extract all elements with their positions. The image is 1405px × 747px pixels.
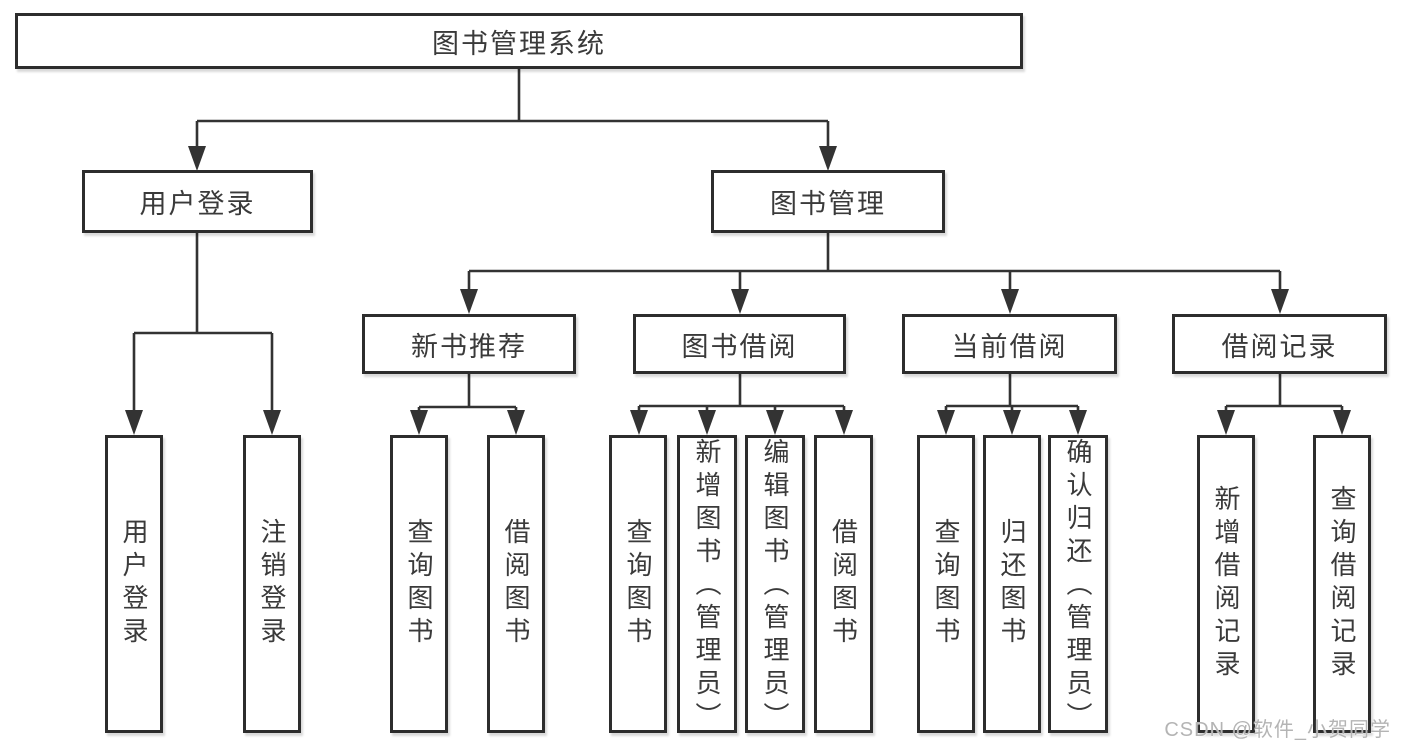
arrowhead-icon xyxy=(698,410,716,435)
leaf-borrow-books-borrowing: 借阅图书 xyxy=(814,435,873,733)
connector-recommend-to-leaves xyxy=(417,374,518,414)
leaf-label: 编辑图书（管理员） xyxy=(760,438,790,735)
node-root-system: 图书管理系统 xyxy=(15,13,1023,69)
csdn-watermark: CSDN @软件_小贺同学 xyxy=(1164,719,1391,741)
leaf-confirm-return-admin: 确认归还（管理员） xyxy=(1048,435,1108,735)
leaf-label: 查询图书 xyxy=(404,518,434,650)
node-book-management: 图书管理 xyxy=(711,170,945,233)
leaf-query-books-borrowing: 查询图书 xyxy=(609,435,667,733)
arrowhead-icon xyxy=(835,410,853,435)
leaf-label: 借阅图书 xyxy=(501,518,531,650)
leaf-label: 借阅图书 xyxy=(828,518,859,650)
arrowhead-icon xyxy=(125,410,143,435)
arrowhead-icon xyxy=(1333,410,1351,435)
connector-root-to-level2 xyxy=(195,69,830,150)
leaf-query-books-recommend: 查询图书 xyxy=(390,435,448,733)
arrowhead-icon xyxy=(1271,289,1289,314)
leaf-label: 新增借阅记录 xyxy=(1211,485,1241,683)
leaf-add-book-admin: 新增图书（管理员） xyxy=(677,435,737,735)
arrowhead-icon xyxy=(1001,289,1019,314)
connector-records-to-leaves xyxy=(1224,374,1344,414)
node-current-borrowing: 当前借阅 xyxy=(902,314,1117,374)
arrowhead-icon xyxy=(1003,410,1021,435)
connector-bookmgmt-to-level3 xyxy=(467,233,1282,293)
node-book-borrowing: 图书借阅 xyxy=(633,314,846,374)
leaf-label: 注销登录 xyxy=(257,518,287,650)
arrowhead-icon xyxy=(1069,410,1087,435)
arrowhead-icon xyxy=(460,289,478,314)
arrowheads xyxy=(125,146,1351,435)
leaf-label: 新增图书（管理员） xyxy=(692,438,722,735)
leaf-query-books-current: 查询图书 xyxy=(917,435,975,733)
leaf-label: 确认归还（管理员） xyxy=(1063,438,1093,735)
leaf-borrow-books-recommend: 借阅图书 xyxy=(487,435,545,733)
arrowhead-icon xyxy=(188,146,206,171)
arrowhead-icon xyxy=(731,289,749,314)
arrowhead-icon xyxy=(507,410,525,435)
node-borrowing-records: 借阅记录 xyxy=(1172,314,1387,374)
leaf-label: 查询图书 xyxy=(931,518,961,650)
node-user-login: 用户登录 xyxy=(82,170,313,233)
arrowhead-icon xyxy=(819,146,837,171)
node-new-book-recommend: 新书推荐 xyxy=(362,314,576,374)
arrowhead-icon xyxy=(263,410,281,435)
connector-current-to-leaves xyxy=(944,374,1080,414)
leaf-return-books: 归还图书 xyxy=(983,435,1041,733)
leaf-query-borrow-record: 查询借阅记录 xyxy=(1313,435,1371,733)
arrowhead-icon xyxy=(630,410,648,435)
arrowhead-icon xyxy=(766,410,784,435)
leaf-label: 归还图书 xyxy=(997,518,1027,650)
leaf-user-login: 用户登录 xyxy=(105,435,163,733)
leaf-add-borrow-record: 新增借阅记录 xyxy=(1197,435,1255,733)
leaf-label: 查询图书 xyxy=(623,518,653,650)
connector-userlogin-to-leaves xyxy=(132,233,274,414)
arrowhead-icon xyxy=(937,410,955,435)
leaf-edit-book-admin: 编辑图书（管理员） xyxy=(745,435,805,735)
arrowhead-icon xyxy=(410,410,428,435)
leaf-label: 用户登录 xyxy=(119,518,149,650)
leaf-label: 查询借阅记录 xyxy=(1327,485,1357,683)
arrowhead-icon xyxy=(1217,410,1235,435)
connector-borrowing-to-leaves xyxy=(637,374,846,414)
leaf-logout-login: 注销登录 xyxy=(243,435,301,733)
